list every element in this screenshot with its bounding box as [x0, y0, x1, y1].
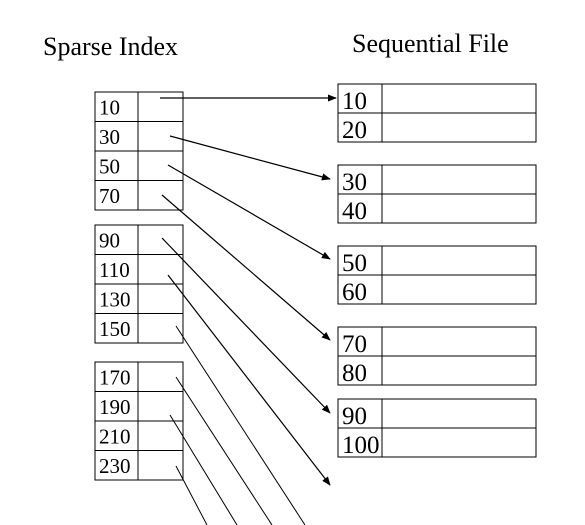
file-record: 60 — [337, 274, 537, 306]
file-data-cell — [381, 326, 537, 357]
file-data-cell — [381, 164, 537, 195]
index-pointer-cell — [137, 391, 184, 422]
file-record: 90 — [337, 398, 537, 430]
index-block: 90 110 130 150 — [94, 224, 184, 344]
file-data-cell — [381, 274, 537, 305]
index-pointer-cell — [137, 91, 184, 122]
index-key-label: 230 — [99, 454, 131, 478]
index-key-label: 10 — [99, 96, 120, 120]
index-key-label: 30 — [99, 125, 120, 149]
index-pointer-cell — [137, 121, 184, 152]
index-entry: 30 — [94, 121, 184, 152]
file-key-label: 40 — [342, 198, 367, 225]
index-pointer-arrow — [161, 194, 331, 341]
index-pointer-arrow — [161, 237, 331, 414]
index-entry: 170 — [94, 361, 184, 392]
file-key-label: 70 — [342, 331, 367, 358]
index-pointer-cell — [137, 450, 184, 481]
file-record: 50 — [337, 245, 537, 277]
file-key-label: 20 — [342, 117, 367, 144]
index-entry: 230 — [94, 450, 184, 481]
file-data-cell — [381, 112, 537, 143]
index-pointer-cell — [137, 361, 184, 392]
index-pointer-line — [169, 414, 238, 525]
index-pointer-cell — [137, 180, 184, 211]
file-record: 70 — [337, 326, 537, 358]
index-key-label: 90 — [99, 229, 120, 253]
file-record: 100 — [337, 427, 537, 459]
index-key-label: 130 — [99, 288, 131, 312]
index-key-label: 210 — [99, 425, 131, 449]
index-pointer-line — [175, 465, 208, 525]
file-data-cell — [381, 398, 537, 429]
file-data-cell — [381, 83, 537, 114]
sparse-index-title: Sparse Index — [43, 32, 179, 61]
file-data-cell — [381, 193, 537, 224]
index-pointer-cell — [137, 283, 184, 314]
file-record: 20 — [337, 112, 537, 144]
index-key-label: 170 — [99, 366, 131, 390]
file-record: 40 — [337, 193, 537, 225]
file-key-label: 30 — [342, 169, 367, 196]
index-key-label: 150 — [99, 317, 131, 341]
index-entry: 110 — [94, 254, 184, 285]
file-key-label: 100 — [342, 432, 380, 459]
index-pointer-arrow — [169, 135, 331, 181]
file-record: 80 — [337, 355, 537, 387]
index-pointer-line — [175, 376, 273, 525]
file-key-label: 80 — [342, 360, 367, 387]
index-entry: 210 — [94, 420, 184, 451]
index-entry: 130 — [94, 283, 184, 314]
index-entry: 190 — [94, 391, 184, 422]
file-record: 30 — [337, 164, 537, 196]
file-data-cell — [381, 427, 537, 458]
index-entry: 90 — [94, 224, 184, 255]
index-pointer-cell — [137, 313, 184, 344]
file-record: 10 — [337, 83, 537, 115]
sequential-file-title: Sequential File — [352, 29, 509, 58]
index-pointer-arrow — [167, 274, 331, 486]
file-key-label: 50 — [342, 250, 367, 277]
index-entry: 150 — [94, 313, 184, 344]
index-entry: 70 — [94, 180, 184, 211]
index-pointer-line — [175, 325, 306, 525]
index-pointer-cell — [137, 224, 184, 255]
index-key-label: 110 — [99, 258, 130, 282]
index-key-label: 50 — [99, 155, 120, 179]
file-key-label: 10 — [342, 88, 367, 115]
index-block: 170 190 210 230 — [94, 361, 184, 481]
index-pointer-cell — [137, 254, 184, 285]
index-key-label: 70 — [99, 184, 120, 208]
index-key-label: 190 — [99, 395, 131, 419]
file-key-label: 60 — [342, 279, 367, 306]
index-pointer-cell — [137, 150, 184, 181]
file-key-label: 90 — [342, 403, 367, 430]
file-data-cell — [381, 355, 537, 386]
file-data-cell — [381, 245, 537, 276]
index-block: 10 30 50 70 — [94, 91, 184, 211]
index-entry: 10 — [94, 91, 184, 122]
index-pointer-arrow — [167, 164, 331, 260]
